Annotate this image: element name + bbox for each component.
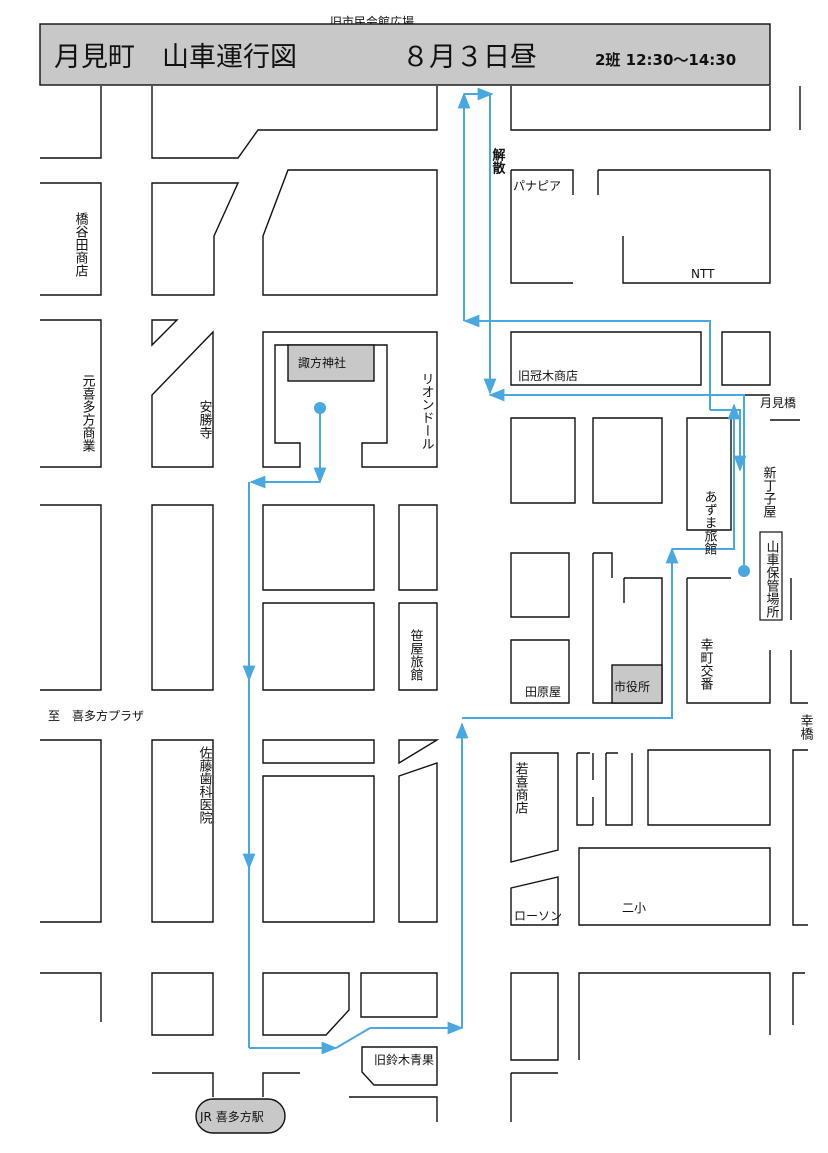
- title-banner: 月見町 山車運行図 ８月３日昼 2班 12:30〜14:30: [39, 23, 771, 86]
- start-point-storage: [738, 565, 750, 577]
- label-nisho: 二小: [622, 901, 646, 915]
- label-wakaki: 若喜商店: [513, 761, 529, 814]
- start-point-shrine: [314, 402, 326, 414]
- label-dashi-hokan: 山車保管場所: [764, 540, 780, 618]
- label-ntt: NTT: [691, 267, 715, 281]
- map-title: 月見町 山車運行図: [54, 42, 297, 73]
- label-azuma: あずま旅館: [702, 490, 718, 555]
- label-sato-dental: 佐藤歯科医院: [197, 746, 213, 824]
- label-panapia: パナピア: [513, 179, 561, 193]
- label-tawaraya: 田原屋: [525, 685, 561, 699]
- street-outlines: [40, 86, 808, 1122]
- label-saiwaicho-koban: 幸町交番: [698, 638, 714, 691]
- label-suwa: 諏方神社: [298, 355, 346, 370]
- label-kaisan: 解散: [490, 147, 507, 175]
- map-date: ８月３日昼: [402, 42, 537, 73]
- city-hall-building: [611, 664, 663, 704]
- label-shinchojiya: 新丁子屋: [761, 465, 777, 519]
- dashi-storage-box: [759, 531, 783, 621]
- label-station: JR 喜多方駅: [199, 1109, 264, 1124]
- suwa-shrine-building: [287, 344, 375, 382]
- label-rion: リオンドール: [419, 372, 434, 450]
- map-shift: 2班 12:30〜14:30: [595, 51, 736, 69]
- label-anshoji: 安勝寺: [197, 400, 213, 439]
- label-plaza: 至 喜多方プラザ: [48, 708, 144, 723]
- label-shiyakusho: 市役所: [614, 679, 650, 694]
- label-saiwaibashi: 幸橋: [798, 714, 814, 741]
- label-sasaya: 笹屋旅館: [408, 628, 424, 681]
- label-kyu-kanmuri: 旧冠木商店: [518, 368, 578, 383]
- label-kyu-suzuki: 旧鈴木青果: [374, 1052, 434, 1067]
- label-tsukimibashi: 月見橋: [760, 396, 796, 410]
- label-lawson: ローソン: [514, 909, 562, 923]
- label-hashiyada: 橋谷田商店: [73, 212, 89, 277]
- label-motokita: 元喜多方商業: [80, 374, 96, 452]
- parade-route: [242, 87, 750, 1055]
- station-marker: [195, 1098, 286, 1134]
